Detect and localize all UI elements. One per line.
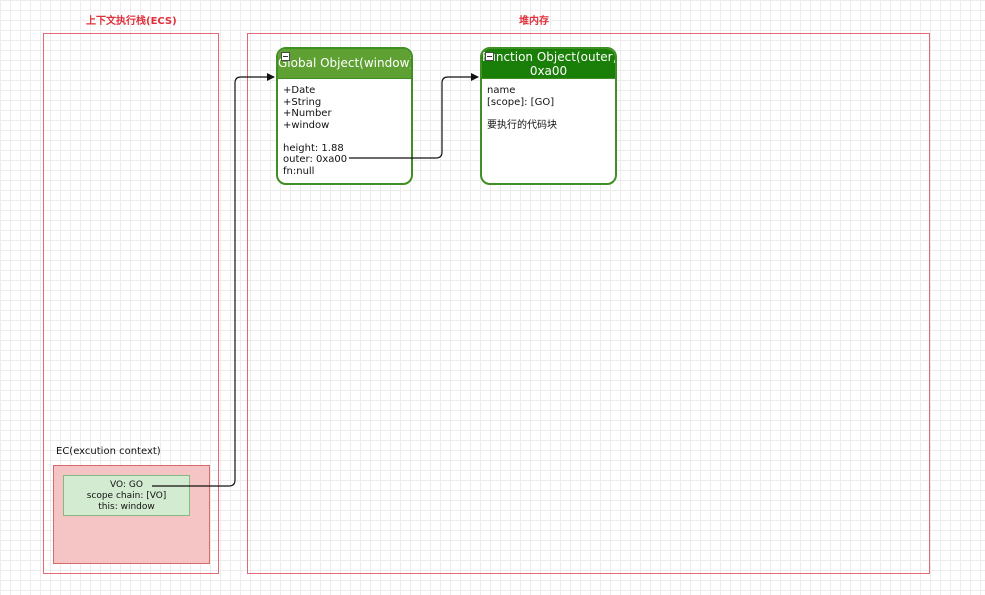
member-code-block: 要执行的代码块 [487, 119, 557, 131]
member-spacer [283, 131, 411, 143]
member-number: +Number [283, 108, 332, 119]
global-object-members: +Date +String +Number +window height: 1.… [278, 78, 411, 177]
heap-memory-title: 堆内存 [519, 16, 549, 27]
function-object-node[interactable]: Function Object(outer) 0xa00 name [scope… [480, 47, 617, 185]
execution-context-label: EC(excution context) [56, 446, 161, 457]
global-object-node[interactable]: Global Object(window) +Date +String +Num… [276, 47, 413, 185]
collapse-icon[interactable] [281, 52, 290, 61]
execution-stack-title: 上下文执行栈(ECS) [86, 16, 177, 27]
member-date: +Date [283, 85, 316, 96]
scope-chain-entry: scope chain: [VO] [86, 491, 167, 501]
this-entry: this: window [98, 502, 155, 512]
variable-object-box[interactable]: VO: GO scope chain: [VO] this: window [63, 475, 190, 516]
function-object-address: 0xa00 [529, 64, 568, 78]
member-string: +String [283, 96, 322, 108]
global-object-header[interactable]: Global Object(window) [278, 49, 411, 78]
collapse-icon[interactable] [485, 52, 494, 61]
member-scope: [scope]: [GO] [487, 96, 555, 108]
global-object-title: Global Object(window) [278, 56, 413, 70]
member-outer: outer: 0xa00 [283, 154, 348, 165]
member-window: +window [283, 119, 330, 131]
member-fn: fn:null [283, 165, 315, 177]
function-object-title: Function Object(outer) [482, 50, 617, 64]
function-object-members: name [scope]: [GO] 要执行的代码块 [482, 78, 615, 131]
vo-entry: VO: GO [110, 480, 143, 490]
function-object-header[interactable]: Function Object(outer) 0xa00 [482, 49, 615, 78]
member-height: height: 1.88 [283, 142, 344, 154]
member-name: name [487, 85, 516, 96]
member-spacer [487, 108, 615, 120]
